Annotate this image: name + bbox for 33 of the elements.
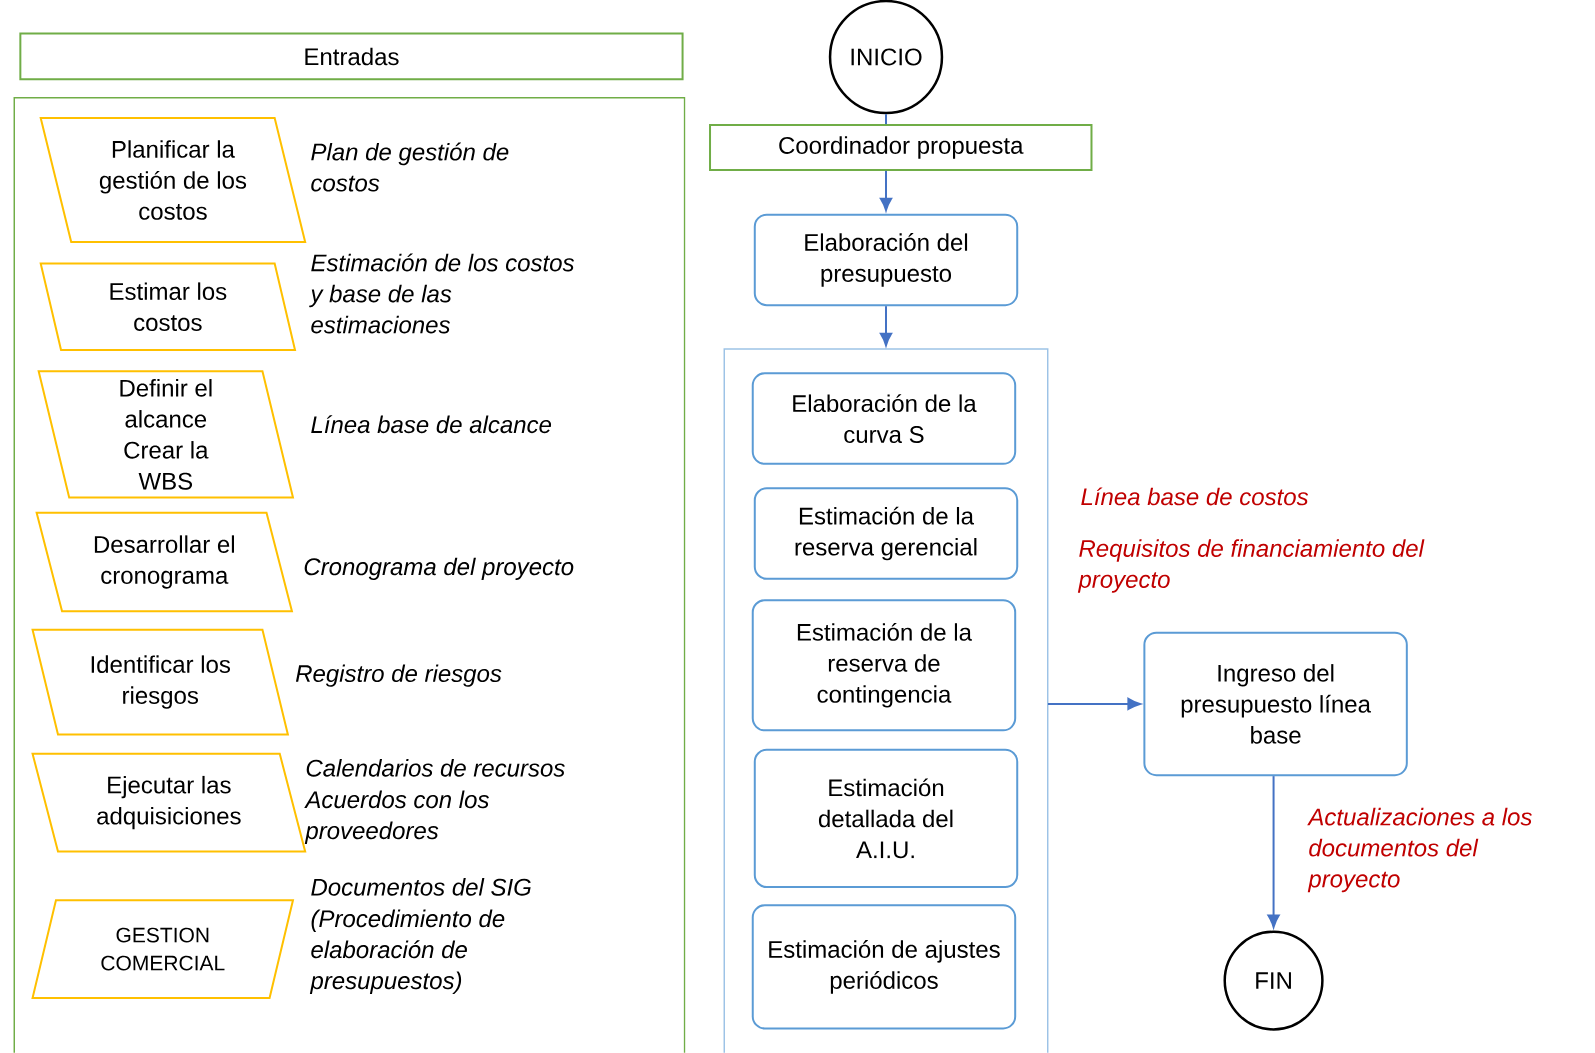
- side-note: Registro de riesgos: [295, 664, 502, 687]
- side-note: Documentos del SIG: [311, 878, 531, 896]
- side-note: Acuerdos con los proveedores: [304, 790, 489, 845]
- process-box: Ingreso del presupuesto línea base: [1143, 631, 1408, 777]
- process-box: Estimación de la reserva de contingencia: [751, 599, 1017, 732]
- process-box: Entradas: [19, 32, 684, 81]
- side-note: (Procedimiento de elaboración de presupuestos): [309, 909, 505, 995]
- input-parallelogram: Definir el alcance Crear la WBS: [37, 370, 295, 499]
- process-box: Coordinador propuesta: [709, 124, 1093, 171]
- side-note: Estimación de los costos y base de las estimaciones: [309, 253, 575, 334]
- output-note: Actualizaciones a los documentos del proyecto: [1307, 807, 1532, 893]
- input-parallelogram: Identificar los riesgos: [31, 628, 290, 736]
- process-box: Elaboración de la curva S: [751, 372, 1017, 465]
- process-box: Estimación detallada del A.I.U.: [753, 748, 1019, 889]
- output-note: Requisitos de financiamiento del proyecto: [1077, 539, 1425, 593]
- process-box: Estimación de la reserva gerencial: [753, 487, 1019, 580]
- process-box: Elaboración del presupuesto: [753, 213, 1019, 307]
- arrow: [879, 170, 893, 212]
- input-parallelogram: Estimar los costos: [39, 262, 297, 351]
- input-parallelogram: Planificar la gestión de los costos: [39, 117, 307, 244]
- arrow: [1046, 697, 1141, 711]
- process-box: Estimación de ajustes periódicos: [751, 904, 1017, 1030]
- input-parallelogram: Desarrollar el cronograma: [35, 511, 294, 613]
- group-box: [723, 348, 1049, 1053]
- side-note: Plan de gestión de costos: [311, 142, 509, 192]
- group-box: [13, 97, 686, 1053]
- arrow: [879, 305, 893, 347]
- arrow: [1267, 775, 1280, 929]
- side-note: Línea base de alcance: [311, 415, 552, 434]
- side-note: Cronograma del proyecto: [304, 557, 574, 581]
- side-note: Calendarios de recursos: [306, 759, 565, 777]
- input-parallelogram: GESTION COMERCIAL: [31, 899, 295, 999]
- output-note: Línea base de costos: [1081, 487, 1309, 506]
